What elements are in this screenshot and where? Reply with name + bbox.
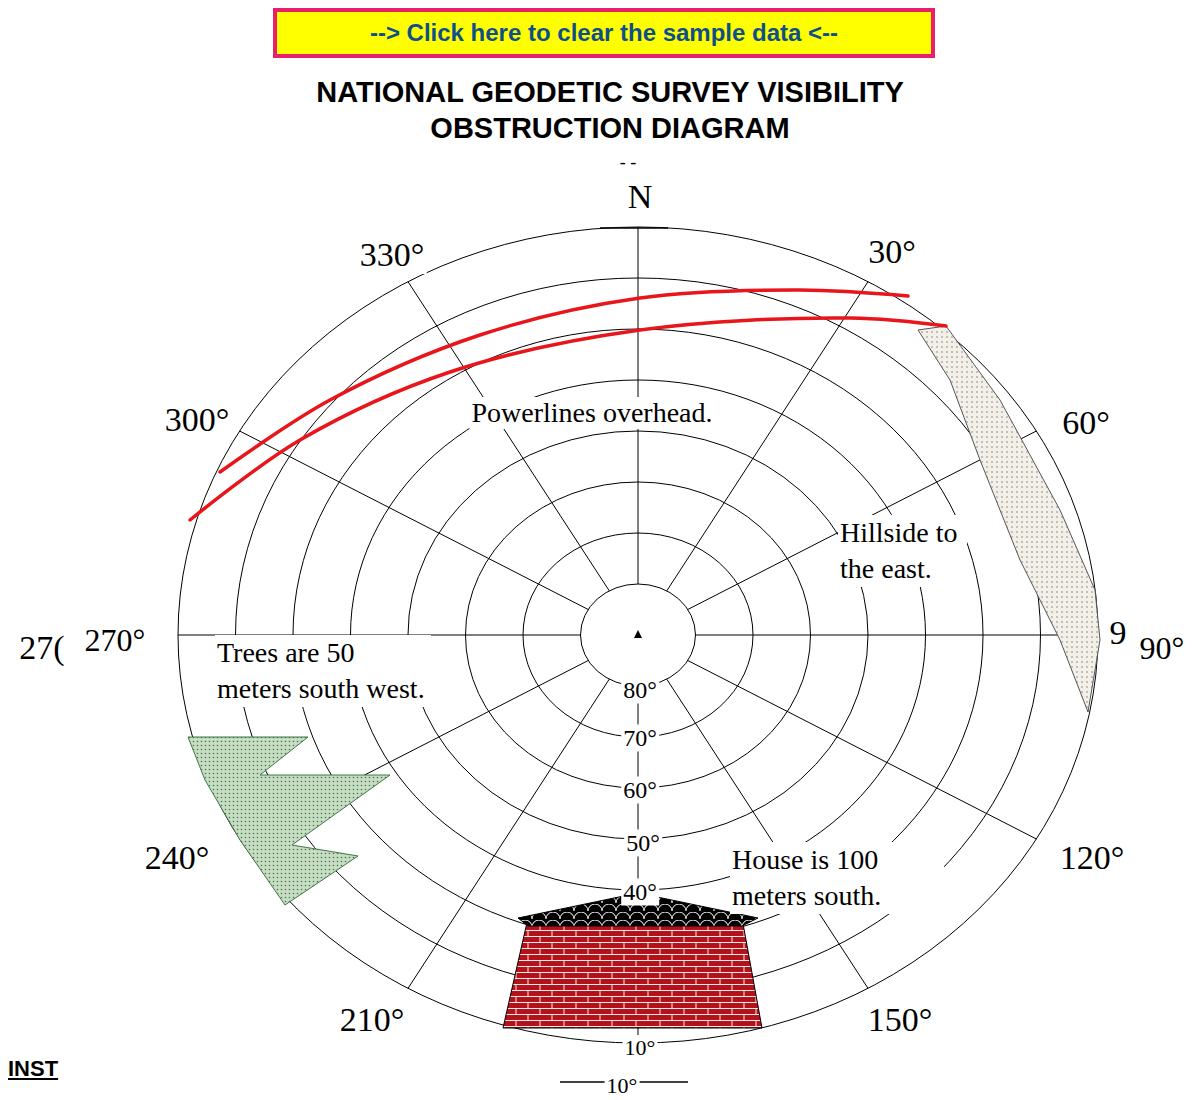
azimuth-line (688, 661, 1037, 840)
elevation-ring (581, 584, 696, 686)
azimuth-label: 270° (83, 622, 148, 659)
trees-obstruction (188, 737, 390, 905)
house-wall (503, 918, 762, 1028)
azimuth-line (408, 282, 609, 591)
azimuth-label: 240° (143, 839, 212, 877)
powerline (190, 318, 946, 520)
azimuth-label: 27( (17, 629, 66, 667)
azimuth-label: 30° (866, 233, 918, 271)
azimuth-label: 330° (358, 236, 427, 274)
axis-tick (600, 227, 668, 229)
elevation-label: 50° (624, 830, 662, 857)
obstruction-note: Powerlines overhead. (469, 397, 714, 429)
azimuth-line (240, 431, 589, 610)
azimuth-label: 120° (1058, 839, 1127, 877)
azimuth-label: 300° (163, 401, 232, 439)
powerlines (190, 290, 946, 520)
diagram-title: NATIONAL GEODETIC SURVEY VISIBILITY OBST… (300, 74, 920, 146)
azimuth-label: N (626, 178, 655, 216)
station-mark (634, 630, 642, 638)
obstruction-note: Trees are 50 meters south west. (215, 635, 431, 707)
obstruction-note: House is 100 meters south. (730, 842, 944, 914)
elevation-label: 10° (623, 1035, 658, 1061)
button-label: --> Click here to clear the sample data … (370, 19, 838, 47)
elevation-label: 40° (621, 879, 659, 906)
clear-data-button: --> Click here to clear the sample data … (273, 8, 935, 58)
azimuth-label: 150° (866, 1001, 935, 1039)
elevation-label: 60° (621, 777, 659, 804)
obstruction-note: Hillside to the east. (838, 515, 967, 587)
elevation-label: 80° (621, 677, 659, 704)
azimuth-label: 210° (338, 1001, 407, 1039)
azimuth-label: 90° (1138, 630, 1187, 667)
azimuth-line (696, 635, 1099, 636)
azimuth-label: 9 (1108, 614, 1129, 652)
instrument-link: INST (8, 1056, 58, 1082)
mark-text: - - (618, 152, 639, 173)
elevation-label: 10° (605, 1073, 640, 1099)
azimuth-label: 60° (1060, 404, 1112, 442)
elevation-label: 70° (621, 725, 659, 752)
